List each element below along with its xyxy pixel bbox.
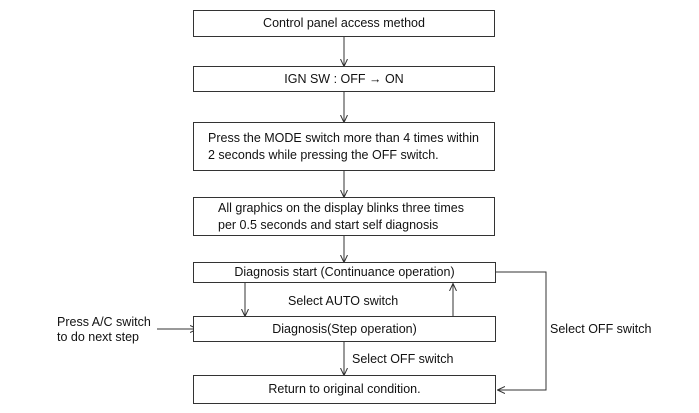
label-press-ac-line-2: to do next step: [57, 330, 140, 344]
step-graphics-blink-line-2: per 0.5 seconds and start self diagnosis: [218, 217, 439, 232]
step-access-method-text: Control panel access method: [263, 16, 425, 30]
step-return-text: Return to original condition.: [268, 382, 421, 396]
step-diagnosis-start-text: Diagnosis start (Continuance operation): [234, 265, 455, 279]
step-diagnosis-step-text: Diagnosis(Step operation): [272, 321, 417, 336]
step-press-mode: Press the MODE switch more than 4 times …: [193, 122, 495, 171]
label-select-off-right: Select OFF switch: [550, 322, 652, 336]
step-access-method: Control panel access method: [193, 10, 495, 37]
step-ign-switch-text: IGN SW : OFF → ON: [284, 71, 404, 86]
label-press-ac: Press A/C switch to do next step: [57, 315, 151, 345]
step-graphics-blink: All graphics on the display blinks three…: [193, 197, 495, 236]
step-diagnosis-step: Diagnosis(Step operation): [193, 316, 496, 342]
label-select-auto: Select AUTO switch: [288, 294, 399, 308]
label-select-off-mid: Select OFF switch: [352, 352, 454, 366]
step-return: Return to original condition.: [193, 375, 496, 404]
label-press-ac-line-1: Press A/C switch: [57, 315, 151, 329]
step-diagnosis-start: Diagnosis start (Continuance operation): [193, 262, 496, 283]
step-ign-switch: IGN SW : OFF → ON: [193, 66, 495, 92]
step-press-mode-line-2: 2 seconds while pressing the OFF switch.: [208, 147, 439, 162]
step-graphics-blink-line-1: All graphics on the display blinks three…: [218, 200, 464, 215]
arrow-diag-start-to-return: [496, 271, 547, 390]
step-press-mode-line-1: Press the MODE switch more than 4 times …: [208, 130, 479, 145]
